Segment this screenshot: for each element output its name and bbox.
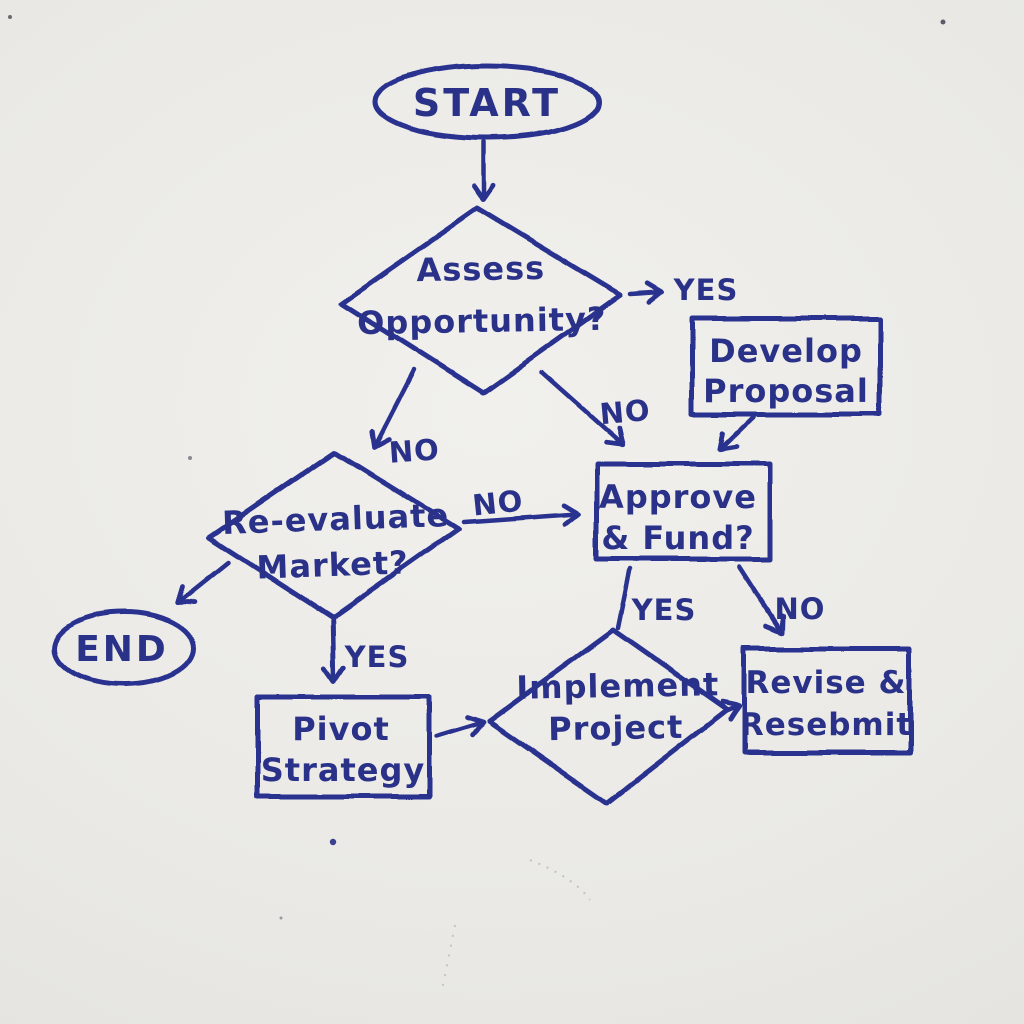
implement-project-diamond-shape: [486, 627, 730, 806]
arrow-pivot-to-implement: [433, 714, 486, 739]
whiteboard-dust-specks: [8, 15, 946, 991]
revise-resubmit-box-shape: [741, 645, 913, 756]
develop-proposal-label-line2: Proposal: [703, 372, 869, 410]
arrow-reevaluate-to-approve: [461, 502, 582, 527]
edge-label-assess-no-right: NO: [598, 393, 652, 431]
arrow-assess-to-approve: [539, 370, 626, 448]
implement-project-label-line2: Project: [548, 708, 684, 748]
edge-label-assess-no-left: NO: [388, 432, 441, 469]
edge-label-reevaluate-no: NO: [471, 483, 525, 522]
pivot-strategy-label-line2: Strategy: [261, 751, 425, 789]
assess-opportunity-diamond-shape: [338, 205, 624, 396]
arrow-develop-to-approve: [717, 414, 756, 452]
approve-fund-label-line1: Approve: [599, 478, 757, 516]
reevaluate-market-label-line1: Re-evaluate: [221, 496, 449, 542]
end-node-label: END: [75, 629, 169, 670]
end-node-shape: [52, 609, 196, 687]
start-node-shape: [372, 63, 602, 141]
develop-proposal-label-line1: Develop: [709, 332, 863, 370]
arrow-assess-to-reevaluate: [369, 368, 417, 451]
edge-label-reevaluate-yes: YES: [344, 640, 410, 674]
arrow-implement-to-revise: [720, 699, 742, 723]
pivot-strategy-label-line1: Pivot: [292, 710, 390, 748]
arrow-reevaluate-to-end: [175, 560, 232, 607]
pivot-strategy-box-shape: [254, 694, 432, 800]
implement-project-label-line1: Implement: [516, 665, 720, 707]
reevaluate-market-diamond-shape: [206, 449, 462, 621]
edge-label-approve-yes: YES: [631, 593, 697, 627]
approve-fund-label-line2: & Fund?: [601, 519, 754, 557]
approve-fund-box-shape: [594, 461, 773, 562]
assess-opportunity-label-line1: Assess: [416, 249, 545, 289]
start-node-label: START: [413, 81, 561, 125]
arrow-assess-yes: [628, 280, 666, 305]
edge-label-assess-yes: YES: [673, 273, 739, 307]
develop-proposal-box-shape: [689, 315, 883, 417]
arrow-reevaluate-to-pivot: [321, 618, 346, 684]
revise-resubmit-label-line1: Revise &: [745, 665, 906, 701]
arrow-approve-to-revise: [737, 564, 785, 635]
assess-opportunity-label-line2: Opportunity?: [357, 300, 607, 342]
line-approve-to-implement: [615, 566, 633, 631]
edge-label-approve-no: NO: [775, 592, 826, 626]
reevaluate-market-label-line2: Market?: [256, 543, 409, 586]
revise-resubmit-label-line2: Resebmit: [740, 707, 912, 743]
